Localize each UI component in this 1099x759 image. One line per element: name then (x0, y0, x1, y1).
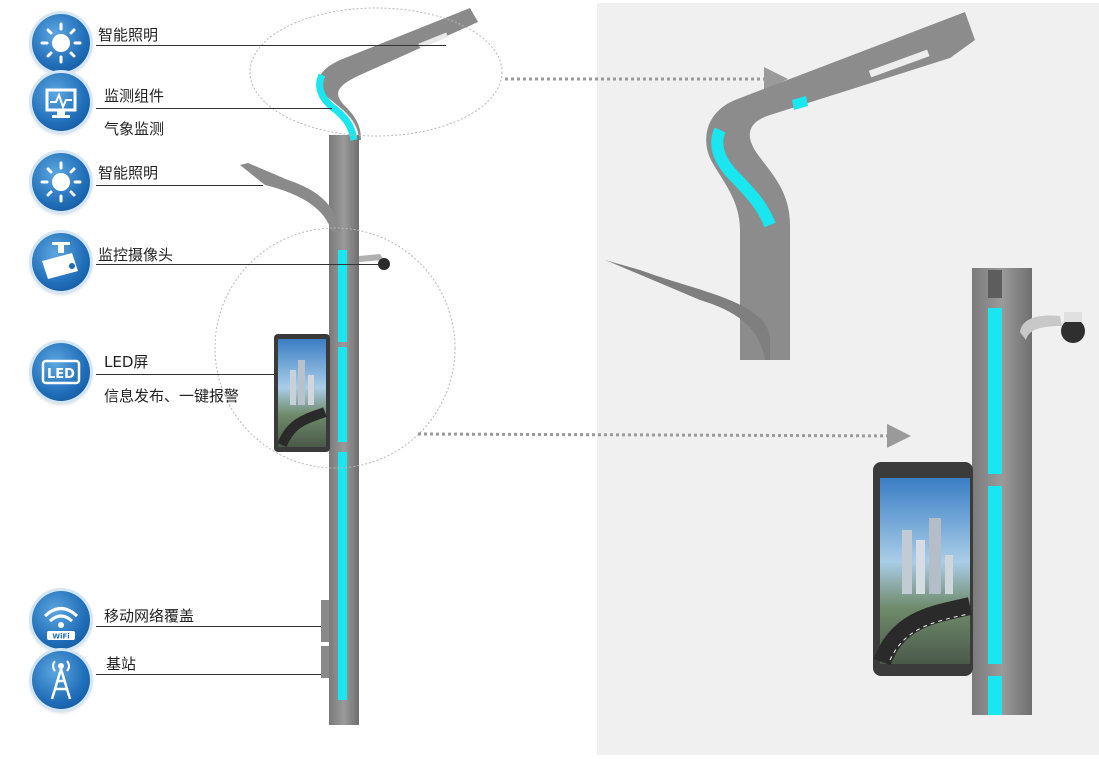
leader-monitoring (96, 108, 332, 109)
leader-mobile-network (96, 626, 321, 627)
label-base-station: 基站 (106, 655, 137, 673)
leader-camera (96, 264, 380, 265)
svg-text:LED: LED (47, 367, 75, 382)
leader-smart-lighting-mid (96, 185, 263, 186)
leader-base-station (96, 674, 321, 675)
label-surveillance-camera: 监控摄像头 (98, 246, 174, 264)
monitor-icon (32, 73, 90, 131)
label-monitoring-components: 监测组件 (104, 87, 165, 105)
label-weather-monitoring: 气象监测 (104, 120, 165, 138)
label-smart-lighting-top: 智能照明 (98, 26, 159, 44)
sun-icon (32, 153, 90, 211)
zoom-led-section (873, 268, 1085, 715)
svg-text:WiFi: WiFi (52, 633, 69, 641)
label-mobile-network: 移动网络覆盖 (104, 607, 195, 625)
small-pole (214, 7, 503, 725)
label-led-screen: LED屏 (104, 353, 149, 371)
leader-smart-lighting-top (96, 45, 446, 46)
leader-led-screen (96, 374, 274, 375)
label-info-release-alarm: 信息发布、一键报警 (104, 387, 240, 405)
led-icon: LED (32, 343, 90, 401)
sun-icon (32, 14, 90, 72)
camera-icon (32, 233, 90, 291)
antenna-icon (32, 651, 90, 709)
label-smart-lighting-mid: 智能照明 (98, 164, 159, 182)
zoom-top-arm (605, 12, 975, 360)
zoom-arrow-bottom (417, 423, 911, 448)
wifi-icon: WiFi (32, 591, 90, 649)
